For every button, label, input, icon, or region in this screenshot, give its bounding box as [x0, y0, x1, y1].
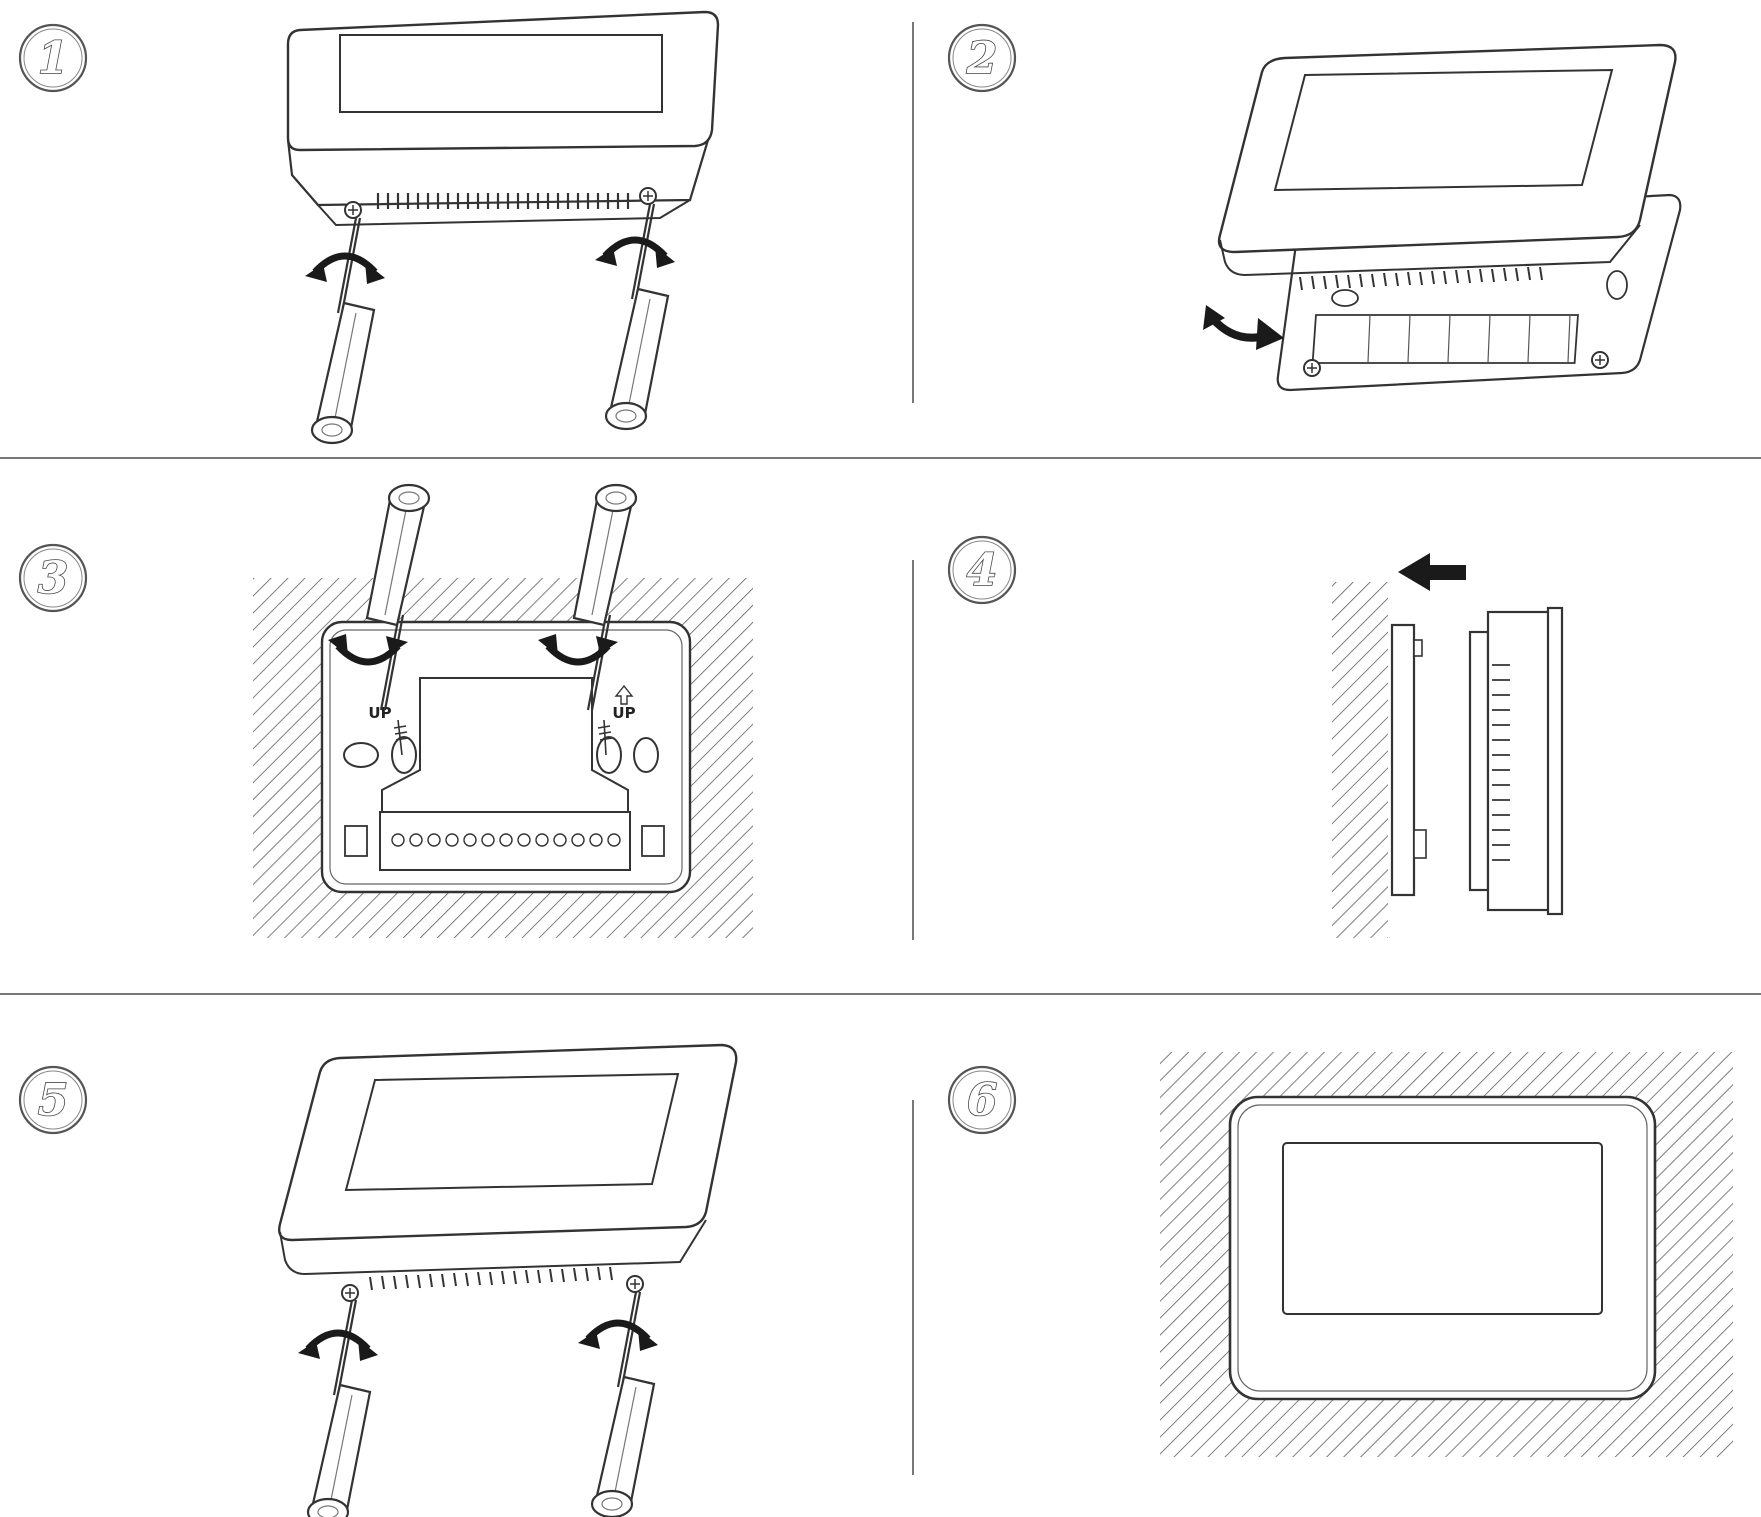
- wall-plate-step-3: UP UP: [320, 620, 692, 894]
- step-4: 4: [947, 535, 1564, 938]
- step-3-number: 3: [38, 553, 69, 604]
- rotate-arrow-right-step-1: [595, 240, 675, 268]
- terminal-block-step-3: [391, 833, 621, 847]
- thermostat-front-step-2: [1217, 43, 1677, 291]
- step-3: 3 UP UP: [18, 483, 753, 938]
- step-1-badge: 1: [18, 23, 88, 93]
- step-6: 6: [947, 1052, 1733, 1457]
- thermostat-mounted-step-6: [1228, 1095, 1657, 1401]
- step-2-badge: 2: [947, 23, 1017, 93]
- step-5: 5: [18, 1043, 738, 1517]
- rotate-arrow-step-2: [1203, 305, 1284, 350]
- step-4-badge: 4: [947, 535, 1017, 605]
- rotate-arrow-left-step-5: [298, 1333, 378, 1361]
- thermostat-front-step-1: [286, 10, 720, 227]
- step-6-badge: 6: [947, 1065, 1017, 1135]
- screw-right-step-3: [597, 719, 613, 756]
- step-3-badge: 3: [18, 543, 88, 613]
- thermostat-front-step-5: [278, 1043, 738, 1302]
- step-6-number: 6: [967, 1075, 998, 1126]
- screw-left-step-3: [393, 719, 409, 756]
- wall-hatch-step-4: [1332, 582, 1388, 938]
- step-2: 2: [947, 23, 1682, 392]
- push-arrow-step-4: [1398, 553, 1466, 591]
- vent-slots-step-1: [376, 193, 630, 209]
- step-1-number: 1: [38, 33, 69, 84]
- step-2-number: 2: [966, 33, 998, 84]
- step-5-number: 5: [38, 1075, 69, 1126]
- grid-dividers: [0, 22, 1761, 1475]
- thermostat-side-step-4: [1468, 606, 1564, 916]
- up-label-right: UP: [612, 704, 635, 722]
- step-1: 1: [18, 10, 720, 445]
- up-label-left: UP: [368, 704, 391, 722]
- step-5-badge: 5: [18, 1065, 88, 1135]
- step-4-number: 4: [967, 545, 998, 596]
- up-arrow-icon: [614, 684, 634, 705]
- rotate-arrow-right-step-5: [578, 1323, 658, 1351]
- wall-plate-side-step-4: [1390, 623, 1427, 897]
- screwdriver-left-step-1: [310, 216, 376, 445]
